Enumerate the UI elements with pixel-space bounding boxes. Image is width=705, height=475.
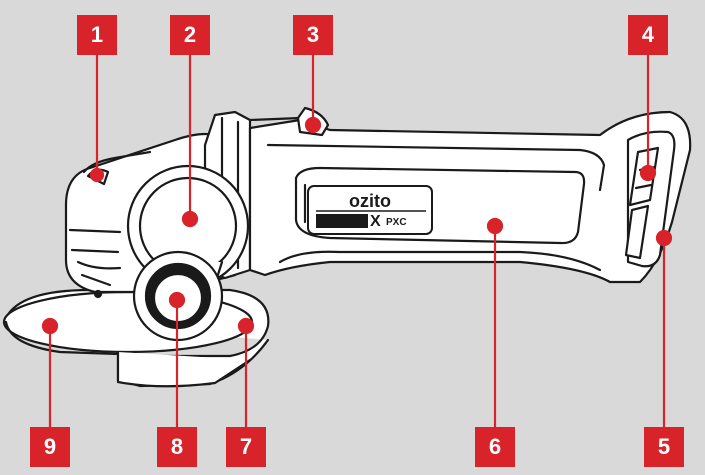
rear-vents	[624, 130, 676, 268]
callout-5: 5	[644, 427, 684, 467]
callout-8: 8	[157, 427, 197, 467]
callout-6: 6	[475, 427, 515, 467]
callout-3: 3	[293, 15, 333, 55]
leader-lines	[41, 55, 673, 427]
callout-4: 4	[628, 15, 668, 55]
callout-2: 2	[170, 15, 210, 55]
brand-plate: ozito X PXC	[307, 185, 433, 235]
brand-name: ozito	[349, 191, 391, 211]
callout-9: 9	[30, 427, 70, 467]
callout-7: 7	[226, 427, 266, 467]
brand-series: PXC	[386, 217, 407, 228]
callout-1: 1	[77, 15, 117, 55]
brand-x-mark: X	[370, 213, 381, 230]
